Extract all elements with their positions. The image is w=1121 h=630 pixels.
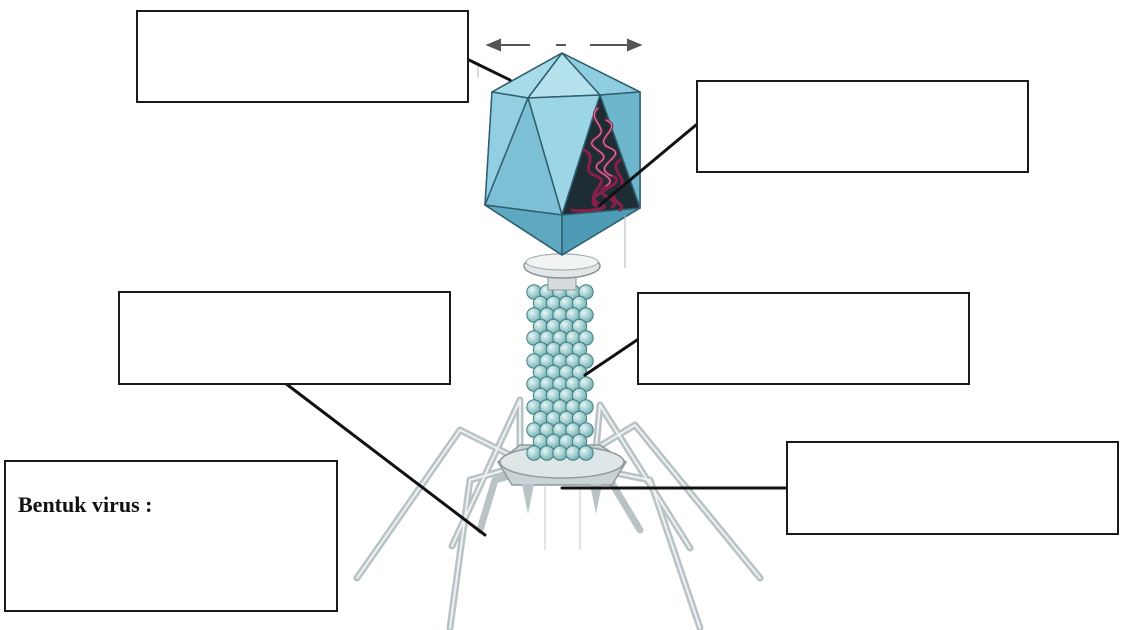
double-arrow-icon	[488, 40, 640, 50]
virus-shape-title: Bentuk virus :	[18, 492, 152, 518]
tail-bead	[540, 446, 554, 460]
label-box-top-left[interactable]	[136, 10, 469, 103]
label-box-left-middle[interactable]	[118, 291, 451, 385]
label-box-right-upper[interactable]	[696, 80, 1029, 173]
leader-line-top-left	[469, 60, 510, 80]
tail-sheath	[527, 285, 593, 460]
tail-bead	[527, 446, 541, 460]
label-box-right-lower[interactable]	[786, 441, 1119, 535]
tail-bead	[566, 446, 580, 460]
tail-bead	[553, 446, 567, 460]
baseplate	[498, 445, 626, 550]
virus-shape-box[interactable]: Bentuk virus :	[4, 460, 338, 612]
tail-bead	[579, 446, 593, 460]
label-box-right-middle[interactable]	[637, 292, 970, 385]
